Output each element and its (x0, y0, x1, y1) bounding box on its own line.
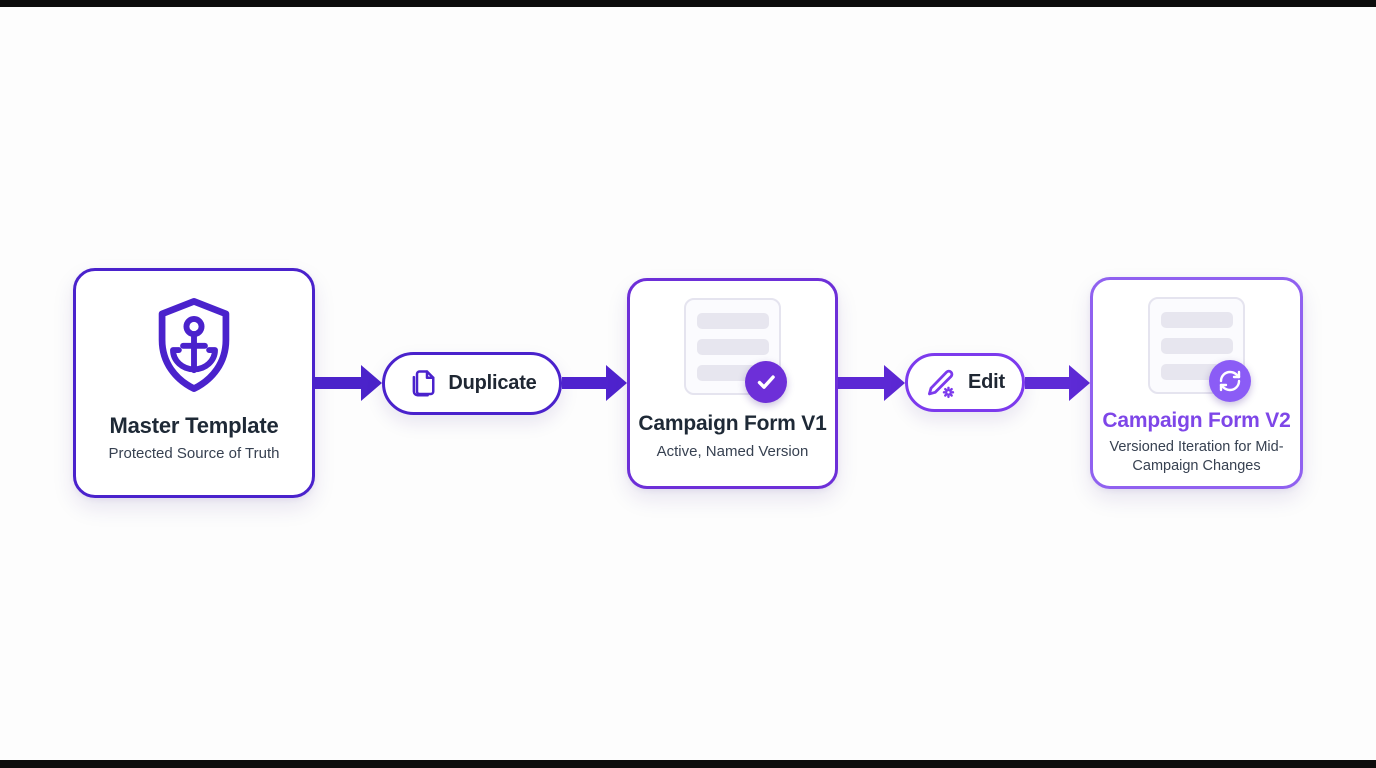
form-field-bar (1161, 312, 1233, 328)
flow-arrow (838, 365, 905, 401)
node-campaign-form-v1: Campaign Form V1 Active, Named Version (627, 278, 838, 489)
form-field-bar (697, 339, 769, 355)
edit-label: Edit (968, 371, 1005, 393)
node-campaign-form-v2: Campaign Form V2 Versioned Iteration for… (1090, 277, 1303, 489)
duplicate-label: Duplicate (448, 372, 537, 394)
form-document-icon (684, 298, 787, 403)
node-subtitle: Protected Source of Truth (108, 445, 280, 462)
node-subtitle: Versioned Iteration for Mid-Campaign Cha… (1109, 439, 1284, 474)
bottom-edge-strip (0, 760, 1376, 768)
top-edge-strip (0, 0, 1376, 7)
node-subtitle: Active, Named Version (656, 443, 809, 460)
duplicate-button[interactable]: Duplicate (382, 352, 562, 415)
node-title: Master Template (109, 413, 279, 438)
flow-arrow (1025, 365, 1090, 401)
shield-anchor-icon (152, 295, 236, 395)
flow-arrow (315, 365, 382, 401)
form-field-bar (697, 313, 769, 329)
edit-button[interactable]: Edit (905, 353, 1025, 412)
copy-icon (407, 369, 437, 399)
refresh-badge-icon (1209, 360, 1251, 402)
node-title: Campaign Form V2 (1102, 409, 1291, 432)
node-master-template: Master Template Protected Source of Trut… (73, 268, 315, 498)
form-field-bar (1161, 338, 1233, 354)
node-title: Campaign Form V1 (638, 412, 827, 435)
pencil-gear-icon (925, 367, 957, 399)
form-document-icon (1148, 297, 1251, 402)
flow-arrow (562, 365, 627, 401)
check-badge-icon (745, 361, 787, 403)
